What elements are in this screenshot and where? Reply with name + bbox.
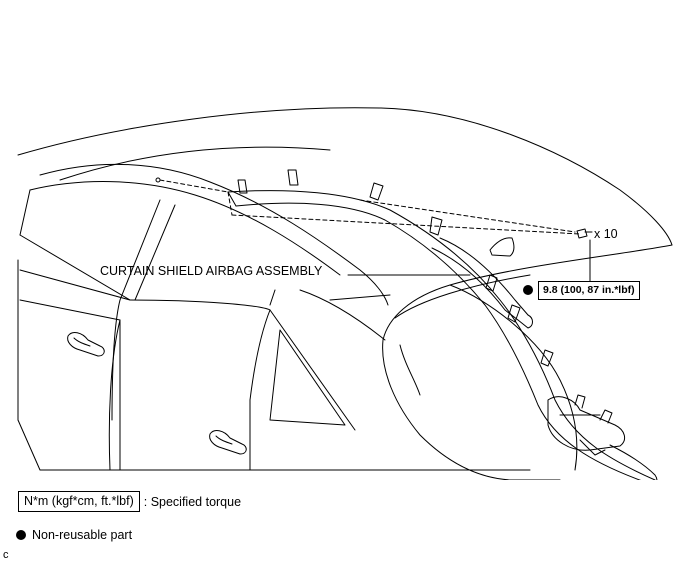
airbag-brackets [237,169,554,367]
torque-unit-box: N*m (kgf*cm, ft.*lbf) [18,491,140,512]
roof-antenna [489,237,515,257]
airbag-assembly-label: CURTAIN SHIELD AIRBAG ASSEMBLY [100,264,323,278]
bolt-quantity-label: x 10 [594,227,618,241]
callout-leaders [347,239,591,283]
vehicle-airbag-diagram [17,107,673,480]
torque-legend: N*m (kgf*cm, ft.*lbf) : Specified torque [18,491,241,512]
front-door-handle [67,332,105,357]
bolt-leader-lines [159,179,581,235]
nonreusable-legend: Non-reusable part [16,528,132,542]
nonreusable-legend-dot-icon [16,530,26,540]
nonreusable-legend-text: Non-reusable part [32,528,133,542]
rear-door-handle [209,430,247,455]
torque-legend-text: : Specified torque [143,494,242,509]
figure-code: c [3,549,9,561]
bolt-icon [576,228,593,239]
nonreusable-dot-icon [523,285,533,295]
curtain-shield-airbag [227,190,658,480]
car-body-outline [17,107,673,480]
front-bolt-marker [155,177,161,183]
torque-spec-box: 9.8 (100, 87 in.*lbf) [538,281,640,300]
